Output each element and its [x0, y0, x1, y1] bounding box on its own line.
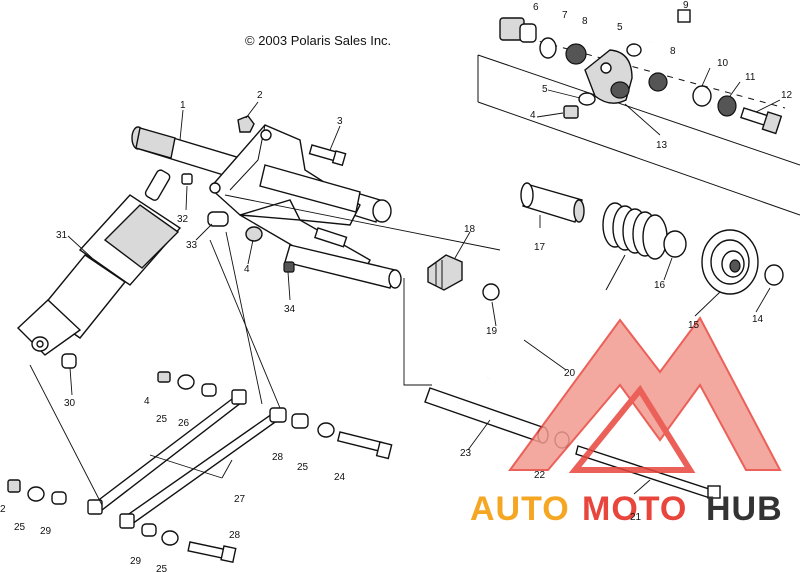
leader-lines: [29, 67, 781, 506]
part-25a-washer: [177, 374, 195, 390]
label-16: 16: [654, 280, 666, 291]
label-5b: 5: [542, 84, 548, 95]
watermark-logo: [508, 316, 782, 473]
part-25b-washer: [27, 486, 45, 502]
part-29b-bushing: [141, 523, 157, 537]
upper-right-group: [477, 9, 800, 216]
part-25d-washer: [317, 422, 335, 438]
part-29a-bushing: [51, 491, 67, 505]
main-frame-assembly: [131, 115, 402, 289]
part-31-shock: [16, 169, 182, 356]
label-3: 3: [337, 116, 343, 127]
part-34-fitting: [283, 261, 295, 273]
part-4b-nut: [245, 226, 263, 242]
part-14-nut: [764, 264, 784, 286]
part-9-bolt: [648, 9, 691, 44]
label-6: 6: [533, 2, 539, 13]
part-4c-nut: [157, 371, 171, 383]
part-27-rods: [87, 389, 287, 529]
part-11-washer: [717, 95, 737, 117]
label-10: 10: [717, 58, 729, 69]
part-12-bolt: [740, 107, 783, 135]
label-32: 32: [177, 214, 189, 225]
label-25d: 25: [297, 462, 309, 473]
watermark-moto: MOTO: [582, 490, 687, 528]
label-23: 23: [460, 448, 472, 459]
part-30-bushing: [61, 353, 77, 369]
label-8a: 8: [582, 16, 588, 27]
part-20-torsion-spring: [487, 202, 668, 379]
watermark-auto: AUTO: [470, 490, 570, 528]
part-4a-nut: [563, 105, 579, 119]
label-20: 20: [564, 368, 576, 379]
label-17: 17: [534, 242, 546, 253]
label-25a: 25: [156, 414, 168, 425]
part-13-bracket: [584, 49, 633, 104]
part-5b-nut: [578, 92, 596, 106]
part-25c-washer: [161, 530, 179, 546]
label-21: 21: [630, 512, 642, 523]
label-24: 24: [334, 472, 346, 483]
part-24-bolt: [336, 431, 393, 460]
part-8-bushing: [565, 43, 587, 65]
label-25c: 25: [156, 564, 168, 572]
label-27: 27: [234, 494, 246, 505]
part-8b-bushing: [648, 72, 668, 92]
label-29a: 29: [40, 526, 52, 537]
label-14: 14: [752, 314, 764, 325]
label-11: 11: [745, 72, 756, 83]
watermark-text: AUTO MOTO HUB: [470, 490, 783, 528]
label-5a: 5: [617, 22, 623, 33]
label-19: 19: [486, 326, 498, 337]
part-16-washer: [663, 230, 687, 258]
label-25b: 25: [14, 522, 26, 533]
part-26-bushing: [201, 383, 217, 397]
label-9: 9: [683, 0, 689, 11]
part-18-bracket: [427, 254, 463, 291]
part-10-washer: [692, 85, 712, 107]
label-34: 34: [284, 304, 296, 315]
label-15: 15: [688, 320, 700, 331]
label-7: 7: [562, 10, 568, 21]
part-19-washer: [482, 283, 500, 301]
part-2-nut: [237, 115, 255, 133]
label-1: 1: [180, 100, 186, 111]
label-18: 18: [464, 224, 476, 235]
part-28a-bolt: [187, 541, 237, 564]
part-2b-nut: [7, 479, 21, 493]
label-29b: 29: [130, 556, 142, 567]
label-30: 30: [64, 398, 76, 409]
watermark-hub: HUB: [706, 490, 783, 528]
label-12: 12: [781, 90, 793, 101]
label-4: 4: [244, 264, 250, 275]
label-33: 33: [186, 240, 198, 251]
label-4b: 4: [530, 110, 536, 121]
part-23-tube: [424, 387, 546, 443]
part-3-bolt: [308, 144, 347, 167]
label-2b: 2: [0, 504, 6, 515]
label-28b: 28: [272, 452, 284, 463]
part-15-pulley: [701, 229, 759, 295]
part-33-bushing: [207, 211, 229, 227]
spring-group: [224, 182, 784, 379]
label-31: 31: [56, 230, 68, 241]
label-4c: 4: [144, 396, 150, 407]
part-5-nut: [626, 43, 642, 57]
part-32-bushing: [181, 173, 193, 185]
part-21-head: [707, 485, 721, 499]
part-7-washer: [539, 37, 557, 59]
label-2: 2: [257, 90, 263, 101]
label-8b: 8: [670, 46, 676, 57]
label-22: 22: [534, 470, 546, 481]
part-28b-bushing: [291, 413, 309, 429]
label-28a: 28: [229, 530, 241, 541]
part-6-spacer: [499, 17, 537, 43]
copyright-text: © 2003 Polaris Sales Inc.: [245, 33, 391, 48]
label-13: 13: [656, 140, 668, 151]
label-26: 26: [178, 418, 190, 429]
